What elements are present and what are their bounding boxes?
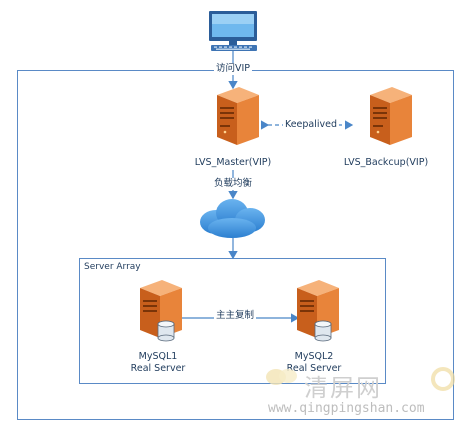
watermark-swirl-icon [431, 367, 455, 391]
watermark-logo-icon [266, 369, 297, 385]
edge-label-access-vip: 访问VIP [213, 63, 253, 75]
lvs-master-server-icon [217, 87, 259, 145]
mysql1-name: MySQL1 [138, 351, 178, 362]
cloud-icon [200, 199, 265, 238]
mysql1-role: Real Server [130, 363, 186, 374]
replication-label: 主主复制 [213, 310, 257, 322]
keepalived-label: Keepalived [282, 119, 340, 131]
watermark-url: www.qingpingshan.com [268, 401, 425, 416]
desktop-computer-icon [209, 11, 257, 51]
lvs-backup-server-icon [370, 87, 412, 145]
server-array-title: Server Array [84, 262, 141, 272]
mysql2-role: Real Server [286, 363, 342, 374]
watermark-brand: 清屏网 [304, 374, 382, 402]
lvs-backup-label: LVS_Backcup(VIP) [343, 157, 429, 168]
mysql2-server-icon [297, 280, 339, 342]
mysql1-server-icon [140, 280, 182, 342]
load-balance-label: 负载均衡 [211, 178, 255, 190]
lvs-master-label: LVS_Master(VIP) [194, 157, 272, 168]
mysql2-name: MySQL2 [294, 351, 334, 362]
